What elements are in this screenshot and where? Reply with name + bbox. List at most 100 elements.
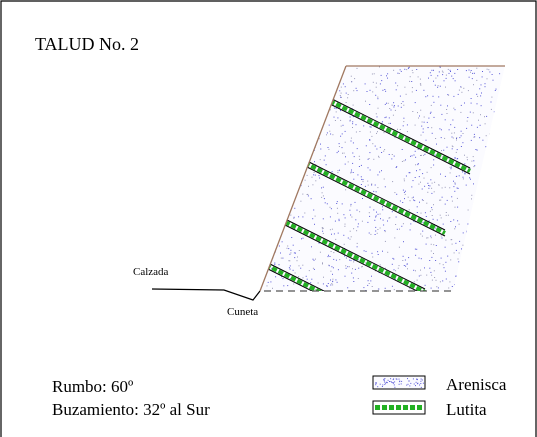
speckle-dot [450, 259, 452, 261]
speckle-dot [280, 157, 282, 159]
speckle-dot [399, 69, 401, 71]
speckle-dot [396, 193, 398, 195]
speckle-dot [403, 265, 405, 266]
speckle-dot [356, 242, 358, 244]
speckle-dot [302, 98, 304, 100]
speckle-dot [417, 148, 419, 150]
speckle-dot [411, 186, 413, 188]
speckle-dot [322, 232, 324, 234]
speckle-dot [447, 255, 449, 257]
speckle-dot [397, 105, 399, 107]
speckle-dot [329, 206, 331, 208]
speckle-dot [307, 160, 309, 162]
speckle-dot [447, 214, 449, 216]
speckle-dot [374, 234, 376, 235]
speckle-dot [500, 104, 501, 106]
speckle-dot [489, 241, 491, 243]
speckle-dot [267, 212, 269, 214]
speckle-dot [315, 258, 316, 260]
speckle-dot [463, 265, 465, 267]
speckle-dot [290, 200, 292, 201]
speckle-dot [474, 244, 476, 245]
speckle-dot [337, 269, 339, 271]
speckle-dot [282, 89, 284, 91]
speckle-dot [473, 278, 475, 280]
speckle-dot [319, 159, 321, 161]
speckle-dot [399, 228, 400, 230]
speckle-dot [489, 186, 491, 188]
speckle-dot [407, 268, 408, 270]
speckle-dot [356, 246, 358, 248]
speckle-dot [270, 128, 272, 130]
speckle-dot [391, 285, 393, 287]
speckle-dot [468, 69, 470, 71]
speckle-dot [393, 105, 395, 107]
speckle-dot [383, 132, 385, 134]
speckle-dot [431, 192, 433, 194]
speckle-dot [421, 235, 423, 237]
speckle-dot [262, 138, 264, 140]
speckle-dot [295, 194, 297, 196]
speckle-dot [281, 241, 283, 243]
speckle-dot [315, 114, 317, 116]
speckle-dot [476, 79, 478, 81]
speckle-dot [375, 113, 377, 115]
speckle-dot [320, 148, 322, 150]
speckle-dot [433, 191, 435, 193]
speckle-dot [445, 239, 447, 241]
speckle-dot [445, 261, 447, 263]
speckle-dot [411, 69, 413, 71]
speckle-dot [261, 130, 263, 132]
speckle-dot [478, 224, 480, 226]
speckle-dot [419, 201, 420, 203]
speckle-dot [371, 275, 372, 277]
speckle-dot [464, 154, 465, 156]
speckle-dot [347, 266, 349, 268]
speckle-dot [493, 212, 495, 214]
speckle-dot [350, 260, 352, 262]
swatch-dot [390, 378, 392, 380]
speckle-dot [451, 148, 453, 150]
speckle-dot [441, 237, 443, 239]
speckle-dot [477, 95, 479, 97]
speckle-dot [499, 235, 501, 237]
shale-layer [329, 97, 471, 175]
speckle-dot [326, 82, 328, 84]
speckle-dot [324, 113, 326, 115]
speckle-dot [369, 89, 371, 91]
speckle-dot [474, 136, 476, 138]
speckle-dot [454, 126, 456, 128]
speckle-dot [309, 93, 311, 95]
speckle-dot [423, 154, 425, 156]
speckle-dot [499, 197, 501, 199]
speckle-dot [289, 100, 291, 102]
speckle-dot [334, 120, 336, 121]
swatch-dot [395, 378, 397, 380]
speckle-dot [288, 248, 290, 250]
speckle-dot [350, 203, 352, 205]
speckle-dot [314, 174, 316, 176]
speckle-dot [313, 268, 315, 270]
speckle-dot [414, 177, 416, 178]
speckle-dot [339, 169, 340, 171]
speckle-dot [443, 149, 445, 151]
speckle-dot [484, 116, 485, 118]
speckle-dot [462, 133, 464, 134]
speckle-dot [396, 228, 398, 230]
speckle-dot [408, 257, 410, 259]
speckle-dot [282, 257, 284, 259]
speckle-dot [369, 152, 371, 154]
speckle-dot [356, 209, 358, 211]
speckle-dot [504, 185, 505, 187]
speckle-dot [288, 106, 289, 108]
speckle-dot [462, 142, 464, 144]
speckle-dot [448, 94, 450, 96]
speckle-dot [344, 163, 346, 165]
speckle-dot [274, 97, 276, 99]
speckle-dot [292, 244, 294, 246]
speckle-dot [457, 258, 459, 260]
speckle-dot [433, 69, 434, 71]
speckle-dot [330, 270, 332, 272]
speckle-dot [439, 263, 441, 265]
speckle-dot [455, 176, 457, 177]
